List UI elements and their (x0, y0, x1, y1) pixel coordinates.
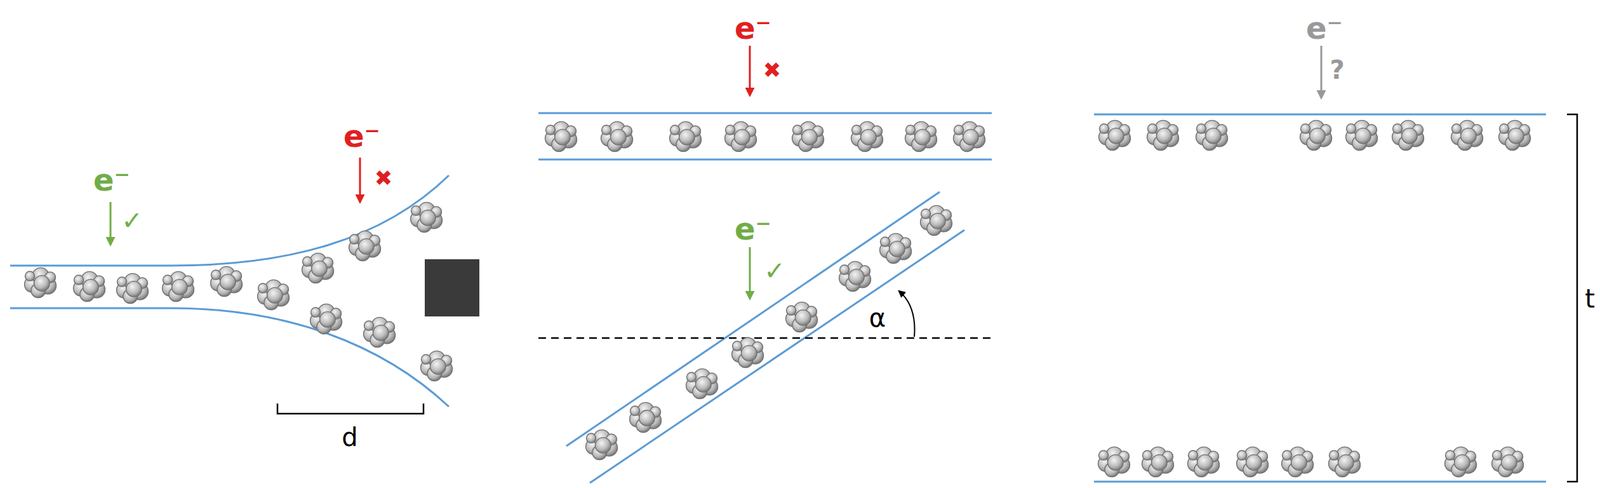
dimension-label: t (1584, 285, 1595, 312)
cross-mark: ✖ (374, 166, 394, 189)
angle-label: α (869, 304, 886, 331)
check-mark: ✓ (763, 257, 786, 284)
electron-label: e⁻ (1306, 12, 1343, 44)
dimension-label: d (341, 424, 358, 450)
question-mark: ? (1329, 57, 1345, 83)
cross-mark: ✖ (763, 59, 782, 81)
electron-label: e⁻ (734, 213, 772, 244)
electron-label: e⁻ (734, 12, 772, 44)
electron-label: e⁻ (93, 164, 131, 195)
check-mark: ✓ (121, 207, 143, 234)
electron-label: e⁻ (343, 120, 381, 152)
